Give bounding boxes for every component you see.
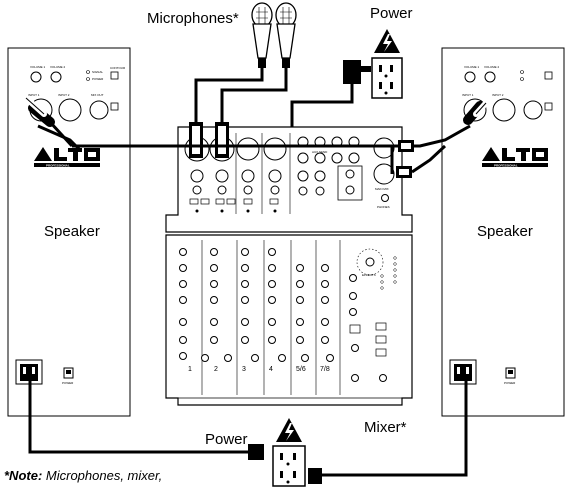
left-volume1-label: VOLUME 1 — [30, 65, 46, 69]
left-output-cable — [23, 95, 380, 152]
mixer-main-label: MAIN MIX — [375, 187, 389, 191]
left-power-led-label: POWER — [92, 77, 104, 81]
mixer-effects-label: EFFECTS — [362, 273, 376, 277]
right-input1-label: INPUT 1 — [462, 93, 474, 97]
right-volume2-label: VOLUME 2 — [484, 65, 500, 69]
mixer-label: Mixer* — [364, 419, 407, 436]
mixer-phones-label: PHONES — [377, 205, 390, 209]
mixer-channel-3: 3 — [242, 366, 246, 373]
left-mixout-label: MIX OUT — [91, 93, 104, 97]
left-signal-label: SIGNAL — [92, 70, 103, 74]
left-speaker: VOLUME 1 VOLUME 2 SIGNAL POWER CONTOUR I… — [7, 47, 131, 417]
left-brand-sub: PROFESSIONAL — [46, 163, 70, 167]
left-volume2-label: VOLUME 2 — [50, 65, 66, 69]
power-top-label: Power — [370, 5, 413, 22]
left-speaker-input-2 — [58, 98, 82, 122]
mixer-channel-strips: EFFECTS 1 2 3 4 5/6 7/8 — [179, 240, 397, 395]
mixer-channel-1: 1 — [188, 366, 192, 373]
footnote-text: Microphones, mixer, — [42, 468, 163, 483]
right-output-cable — [380, 100, 489, 178]
left-alto-logo: PROFESSIONAL — [34, 147, 100, 167]
volume-knob-1 — [30, 71, 42, 83]
left-input2-label: INPUT 2 — [58, 93, 70, 97]
right-brand-sub: PROFESSIONAL — [494, 163, 518, 167]
mixer-channel-5-6: 5/6 — [296, 366, 306, 373]
right-alto-logo: PROFESSIONAL — [482, 147, 548, 167]
left-power-inlet: POWER — [15, 359, 74, 385]
left-contour-label: CONTOUR — [110, 66, 126, 70]
bottom-lightning-warning-icon — [276, 418, 302, 442]
mixer-channel-2: 2 — [214, 366, 218, 373]
mixer-channel-4: 4 — [269, 366, 273, 373]
left-input1-label: INPUT 1 — [28, 93, 40, 97]
volume-knob-2 — [50, 71, 62, 83]
microphone-icon — [251, 2, 297, 68]
footnote-bold: *Note: — [4, 468, 43, 483]
footnote: *Note: Microphones, mixer, — [4, 468, 162, 483]
power-adapter-icon — [290, 60, 371, 127]
power-bottom-label: Power — [205, 431, 248, 448]
speaker-left-label: Speaker — [44, 223, 100, 240]
right-input2-label: INPUT 2 — [492, 93, 504, 97]
right-power-switch-label: POWER — [504, 381, 516, 385]
power-cord-plug-icon — [28, 380, 468, 484]
right-volume1-label: VOLUME 1 — [464, 65, 480, 69]
mixer-channel-7-8: 7/8 — [320, 366, 330, 373]
mixer: AUX SEND MAIN MIX PHONES — [165, 126, 413, 406]
mixer-aux-label: AUX SEND — [312, 150, 328, 154]
xlr-connector-icon — [189, 122, 229, 158]
right-speaker: VOLUME 1 VOLUME 2 INPUT 1 INPUT 2 PROFES… — [441, 47, 565, 417]
lightning-warning-icon — [374, 29, 400, 53]
right-power-inlet: POWER — [449, 359, 516, 385]
outlet-icon — [371, 57, 403, 99]
left-power-switch-label: POWER — [62, 381, 74, 385]
microphones-label: Microphones* — [147, 10, 239, 27]
bottom-outlet-icon — [272, 445, 306, 487]
speaker-right-label: Speaker — [477, 223, 533, 240]
